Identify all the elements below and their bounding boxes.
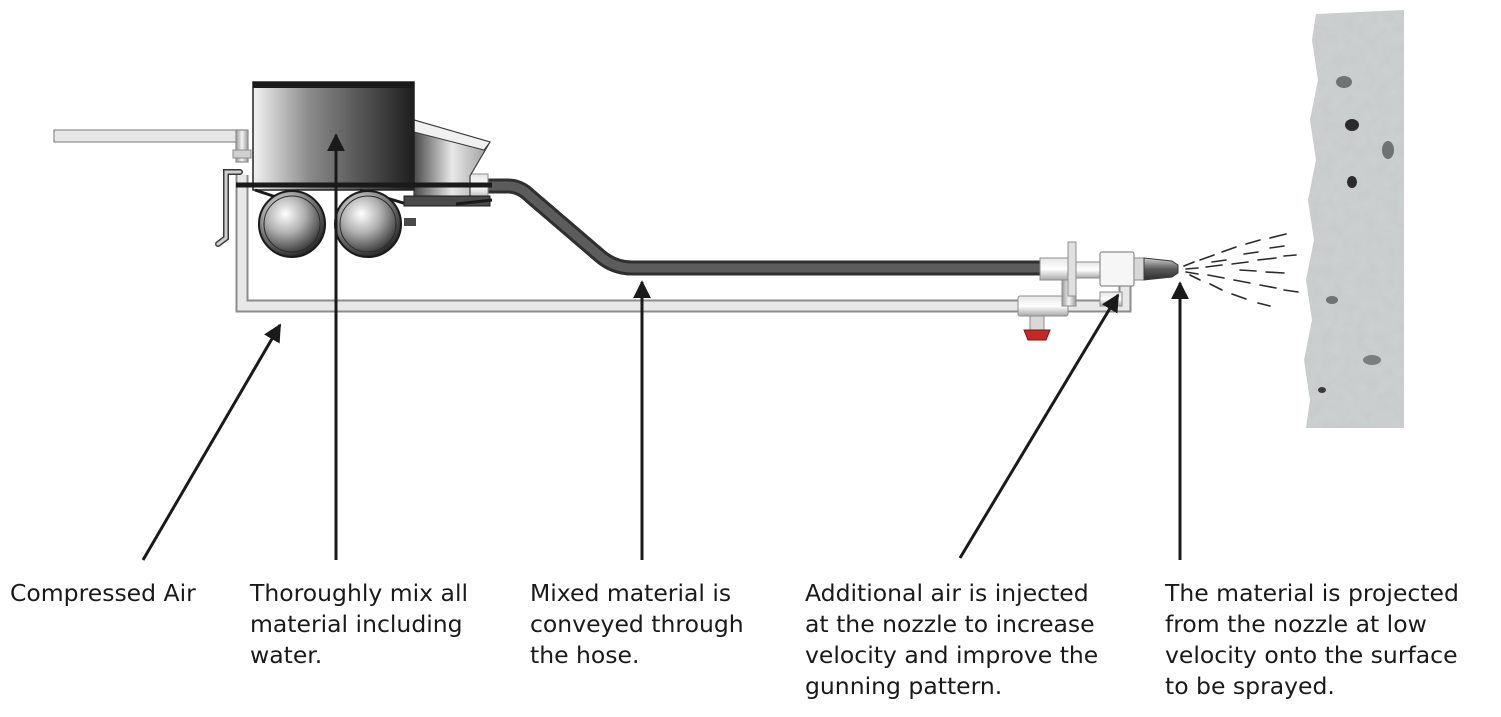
material-hose	[469, 173, 1050, 276]
label-line: Mixed material is	[530, 579, 732, 607]
air-supply-pipe	[53, 129, 252, 163]
label-line: velocity onto the surface	[1165, 641, 1458, 669]
callout-arrows	[141, 133, 1189, 561]
concrete-wall	[1304, 10, 1404, 428]
label-line: Additional air is injected	[805, 579, 1089, 607]
label-line: conveyed through	[530, 610, 744, 638]
label-line: Thoroughly mix all	[250, 579, 469, 607]
label-line: the hose.	[530, 641, 640, 669]
arrow-additional-air	[958, 293, 1120, 559]
label-hose: Mixed material is conveyed through the h…	[530, 578, 744, 671]
label-line: to be sprayed.	[1165, 672, 1335, 700]
label-compressed-air: Compressed Air	[10, 578, 196, 609]
label-line: velocity and improve the	[805, 641, 1099, 669]
label-line: gunning pattern.	[805, 672, 1003, 700]
nozzle-assembly	[1039, 241, 1179, 297]
label-additional-air: Additional air is injected at the nozzle…	[805, 578, 1098, 702]
label-line: from the nozzle at low	[1165, 610, 1427, 638]
label-line: material including	[250, 610, 463, 638]
spray-pattern	[1183, 233, 1299, 307]
label-line: water.	[250, 641, 323, 669]
label-projection: The material is projected from the nozzl…	[1165, 578, 1459, 702]
label-line: The material is projected	[1165, 579, 1459, 607]
gun-machine	[215, 81, 493, 258]
arrow-compressed-air	[141, 323, 282, 561]
label-mixing: Thoroughly mix all material including wa…	[250, 578, 468, 671]
label-line: at the nozzle to increase	[805, 610, 1095, 638]
label-line: Compressed Air	[10, 579, 196, 607]
